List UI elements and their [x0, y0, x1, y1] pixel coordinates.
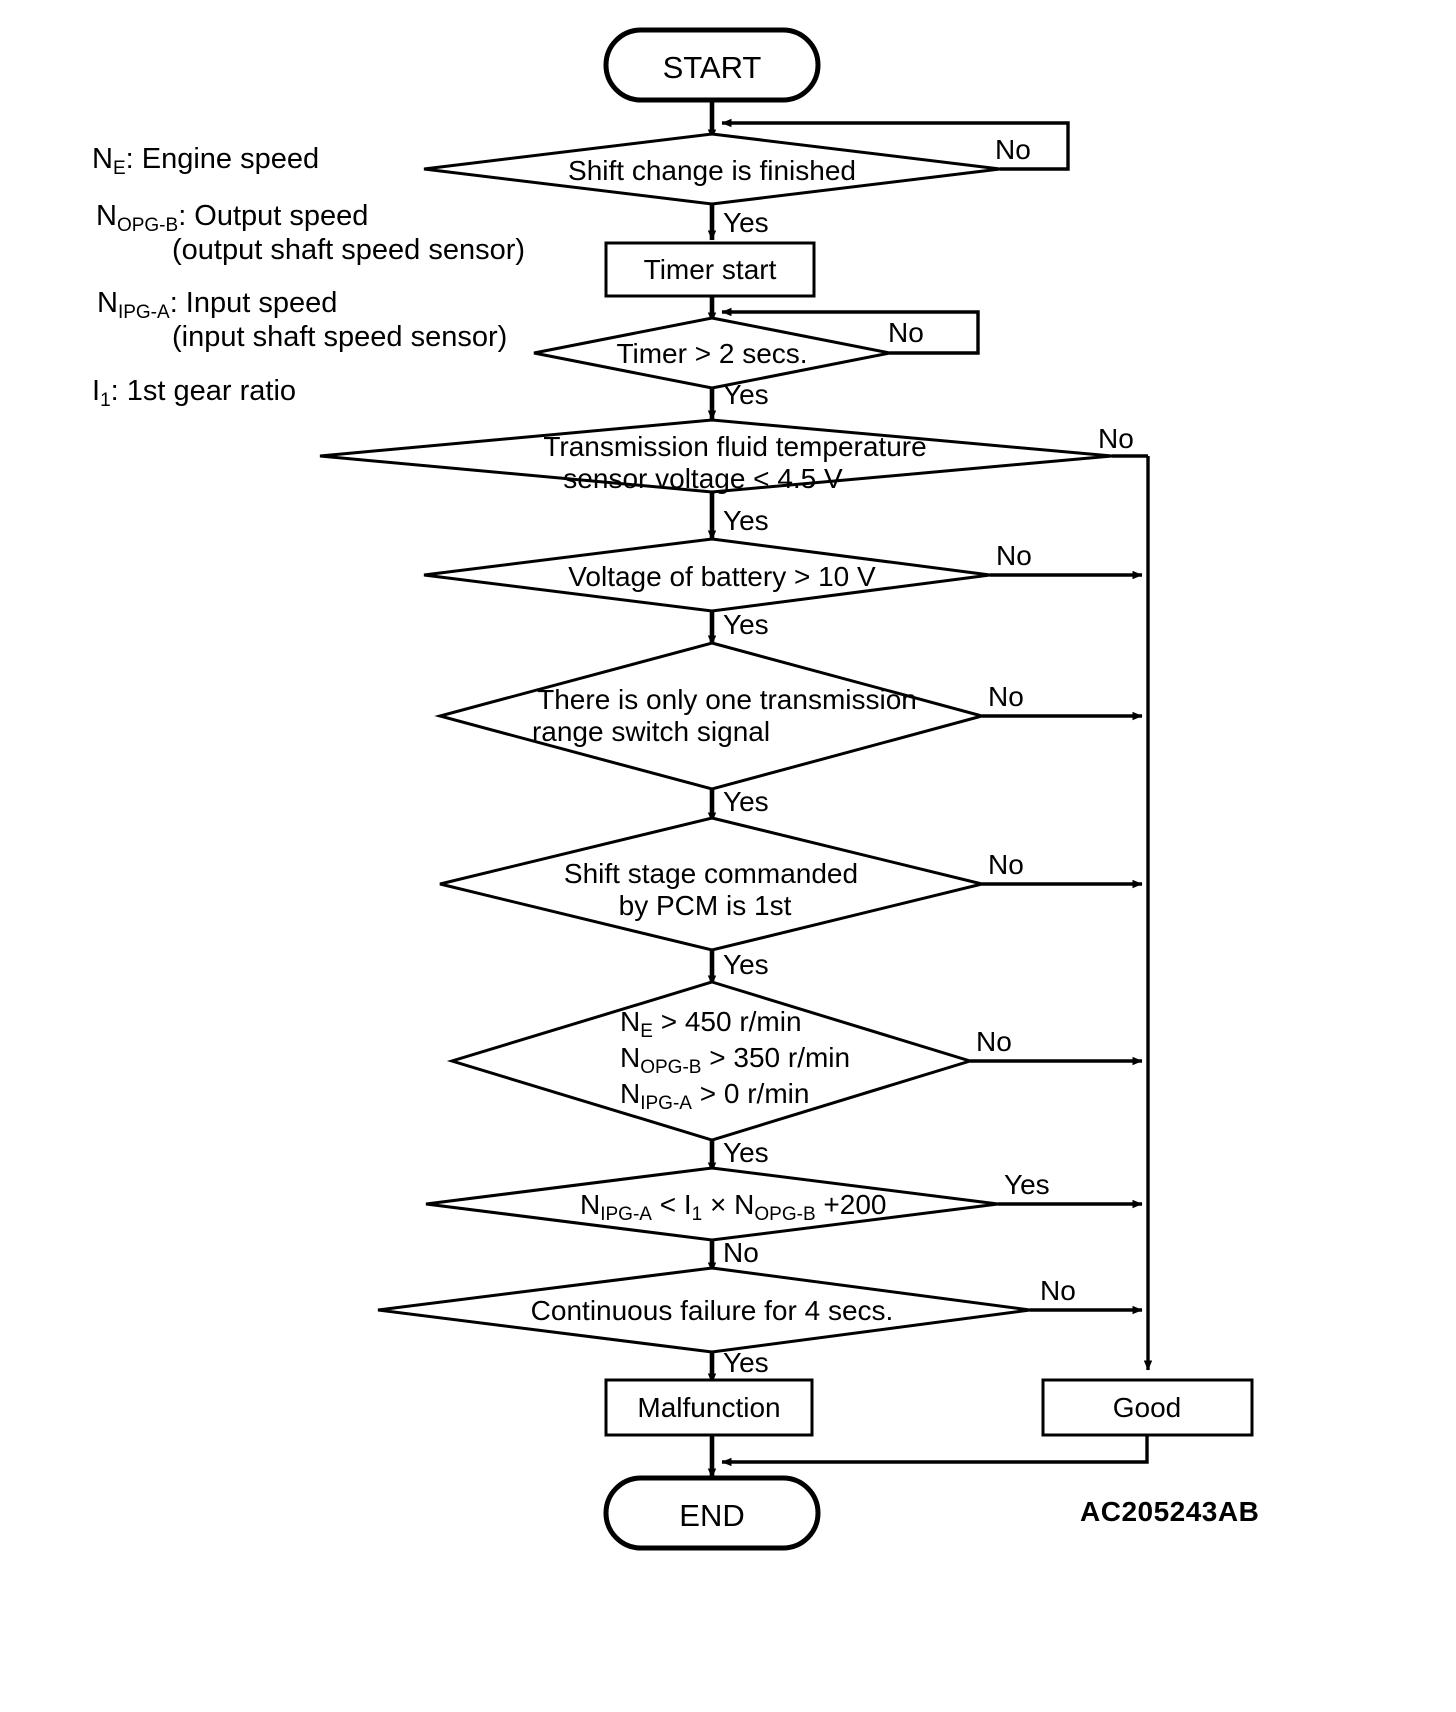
- edge-good-to-end: [721, 1435, 1149, 1467]
- reference-code: AC205243AB: [1080, 1496, 1259, 1527]
- label-no-speeds: No: [976, 1026, 1012, 1057]
- node-shift-stage-line1: Shift stage commanded: [564, 858, 858, 889]
- label-yes-shift-stage: Yes: [723, 949, 769, 980]
- node-fluid-temp-line1: Transmission fluid temperature: [543, 431, 926, 462]
- legend-item-3: I1: 1st gear ratio: [92, 375, 296, 411]
- label-yes-timer: Yes: [723, 379, 769, 410]
- node-good: [1041, 1378, 1254, 1437]
- node-fluid-temp-line2: sensor voltage < 4.5 V: [563, 463, 843, 494]
- node-timer-2secs-label: Timer > 2 secs.: [616, 338, 807, 369]
- legend-item-2-detail: (input shaft speed sensor): [172, 321, 507, 353]
- node-speeds-line1: NE > 450 r/min: [620, 1006, 802, 1042]
- edge-shift-change-no-loop: [721, 118, 1070, 171]
- label-no-shift-stage: No: [988, 849, 1024, 880]
- node-start-label: START: [663, 50, 762, 85]
- label-no-shift-change: No: [995, 134, 1031, 165]
- node-speeds-line2: NOPG-B > 350 r/min: [620, 1042, 850, 1078]
- node-continuous-failure-label: Continuous failure for 4 secs.: [531, 1295, 894, 1326]
- label-no-battery: No: [996, 540, 1032, 571]
- label-no-continuous-failure: No: [1040, 1275, 1076, 1306]
- node-malfunction: [604, 1378, 814, 1437]
- node-ratio-label: NIPG-A < I1 × NOPG-B +200: [580, 1189, 886, 1225]
- label-no-range-switch: No: [988, 681, 1024, 712]
- label-yes-range-switch: Yes: [723, 786, 769, 817]
- legend-item-1: NOPG-B: Output speed: [96, 200, 368, 236]
- node-shift-change-label: Shift change is finished: [568, 155, 856, 186]
- label-no-timer: No: [888, 317, 924, 348]
- label-no-fluid-temp: No: [1098, 423, 1134, 454]
- legend-item-1-detail: (output shaft speed sensor): [172, 234, 525, 266]
- label-yes-battery: Yes: [723, 609, 769, 640]
- node-range-switch-line2: range switch signal: [532, 716, 770, 747]
- node-end-label: END: [679, 1498, 744, 1533]
- node-end: [603, 1475, 821, 1551]
- node-range-switch-line1: There is only one transmission: [537, 684, 917, 715]
- edge-timer-no-loop: [721, 307, 980, 355]
- label-no-ratio: No: [723, 1237, 759, 1268]
- node-good-label: Good: [1113, 1392, 1182, 1423]
- label-yes-continuous-failure: Yes: [723, 1347, 769, 1378]
- label-yes-fluid-temp: Yes: [723, 505, 769, 536]
- legend-block: NE: Engine speed NOPG-B: Output speed (o…: [92, 143, 525, 411]
- node-malfunction-label: Malfunction: [637, 1392, 780, 1423]
- legend-item-2: NIPG-A: Input speed: [97, 287, 337, 323]
- label-yes-ratio: Yes: [1004, 1169, 1050, 1200]
- node-shift-stage-line2: by PCM is 1st: [619, 890, 792, 921]
- legend-item-0: NE: Engine speed: [92, 143, 319, 179]
- label-yes-shift-change: Yes: [723, 207, 769, 238]
- node-speeds-line3: NIPG-A > 0 r/min: [620, 1078, 809, 1114]
- node-timer-start-label: Timer start: [644, 254, 777, 285]
- label-yes-speeds: Yes: [723, 1137, 769, 1168]
- node-battery-label: Voltage of battery > 10 V: [568, 561, 876, 592]
